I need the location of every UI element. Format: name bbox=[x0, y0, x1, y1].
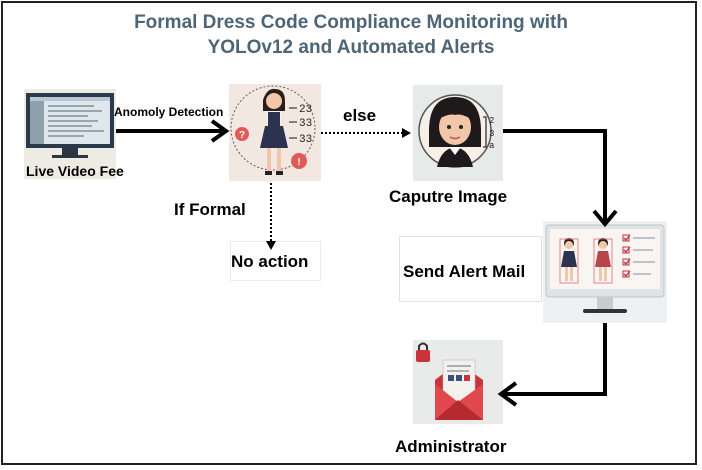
portrait-mark-1: 2 bbox=[489, 116, 494, 126]
else-label: else bbox=[343, 106, 377, 125]
if-formal-label: If Formal bbox=[174, 200, 246, 219]
diagram-title-line-2: YOLOv12 and Automated Alerts bbox=[207, 37, 495, 58]
administrator-mail-icon bbox=[413, 340, 503, 424]
edge-alert-to-admin-line bbox=[503, 323, 607, 396]
svg-text:?: ? bbox=[239, 130, 245, 141]
svg-text:!: ! bbox=[297, 157, 300, 168]
no-action-label: No action bbox=[231, 252, 309, 271]
send-alert-mail-box bbox=[399, 236, 542, 302]
edge-anomoly-arrowhead bbox=[210, 119, 230, 143]
detector-image: ? ! 23 33 33 bbox=[229, 84, 321, 181]
anomoly-detection-label: Anomoly Detection bbox=[114, 105, 224, 119]
portrait-mark-2: 3 bbox=[489, 129, 494, 139]
alert-monitor-image bbox=[543, 221, 667, 323]
live-video-feed-image bbox=[24, 89, 116, 179]
edge-if-formal-arrowhead bbox=[266, 241, 276, 250]
administrator-label: Administrator bbox=[395, 437, 507, 456]
diagram-frame bbox=[1, 1, 697, 465]
detector-number-3: 33 bbox=[299, 134, 312, 146]
edge-capture-to-alert-arrowhead bbox=[592, 209, 618, 228]
detector-number-1: 23 bbox=[299, 104, 312, 116]
edge-capture-to-alert-line bbox=[503, 129, 607, 222]
live-video-feed-label: Live Video Fee bbox=[26, 163, 124, 179]
diagram-title-line-1: Formal Dress Code Compliance Monitoring … bbox=[134, 12, 568, 33]
send-alert-mail-label: Send Alert Mail bbox=[403, 262, 526, 281]
edge-alert-to-admin-arrowhead bbox=[497, 381, 518, 407]
detector-number-2: 33 bbox=[299, 118, 312, 130]
capture-image-icon: 2 3 a bbox=[413, 85, 503, 181]
no-action-box bbox=[230, 241, 321, 281]
edge-else-arrowhead bbox=[402, 128, 411, 138]
capture-image-label: Caputre Image bbox=[389, 187, 508, 206]
portrait-mark-3: a bbox=[489, 141, 495, 151]
